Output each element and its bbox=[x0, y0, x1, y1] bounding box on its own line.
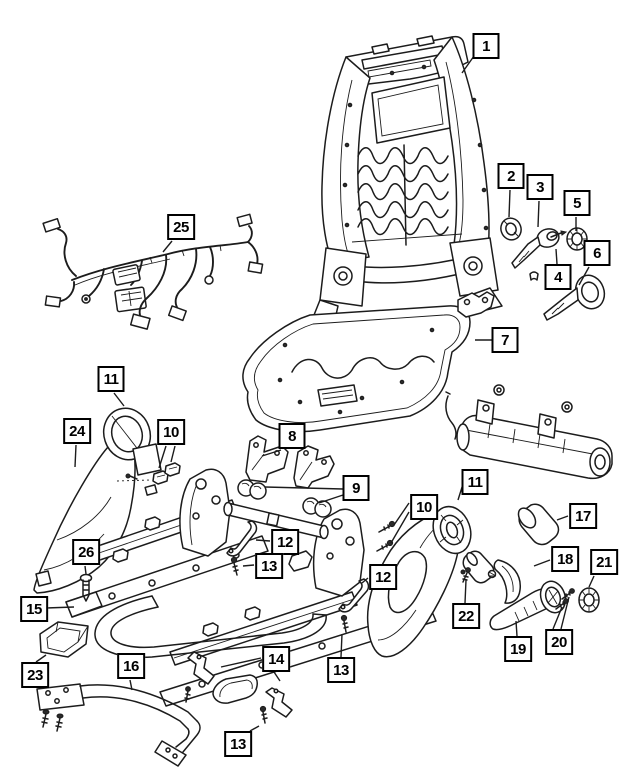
rear-strap-center-drawing bbox=[227, 521, 256, 556]
callout-shoulder-screw[interactable]: 26 bbox=[72, 539, 100, 565]
callout-pivot-bushing[interactable]: 2 bbox=[497, 163, 525, 189]
callout-lock-washer[interactable]: 21 bbox=[590, 549, 618, 575]
seat-back-frame-drawing bbox=[312, 36, 502, 324]
strap-screw-center-drawing bbox=[231, 557, 238, 575]
callout-shield-trim-right[interactable]: 11 bbox=[461, 469, 489, 495]
knob-cap-drawing bbox=[515, 504, 559, 544]
callout-handle-ring-nut[interactable]: 5 bbox=[563, 190, 591, 216]
callout-outer-shield-left[interactable]: 24 bbox=[63, 418, 91, 444]
handle-fastener-drawing bbox=[551, 231, 566, 237]
shield-screw-drawing bbox=[463, 568, 470, 582]
callout-shield-cap-left[interactable]: 11 bbox=[97, 366, 125, 392]
rear-strap-right-drawing bbox=[339, 579, 368, 612]
callout-strap-screw-center[interactable]: 13 bbox=[255, 553, 283, 579]
callout-cushion-bushings[interactable]: 9 bbox=[342, 475, 370, 501]
leader-lines bbox=[36, 56, 594, 731]
callout-track-end-cover[interactable]: 23 bbox=[21, 662, 49, 688]
callout-knob-cap[interactable]: 17 bbox=[569, 503, 597, 529]
callout-rear-strap-right[interactable]: 12 bbox=[369, 564, 397, 590]
track-end-cover-drawing bbox=[40, 622, 88, 657]
callout-front-tube-bar[interactable]: 16 bbox=[117, 653, 145, 679]
front-tube-bar-drawing bbox=[37, 684, 200, 766]
handle-ring-nut-drawing bbox=[567, 228, 587, 250]
shoulder-screw-drawing bbox=[81, 575, 92, 602]
pivot-bushing-drawing bbox=[498, 215, 524, 243]
attaching-screws-right-drawing bbox=[377, 521, 395, 551]
callout-attaching-screws-right[interactable]: 10 bbox=[410, 494, 438, 520]
callout-strap-screw-right[interactable]: 13 bbox=[327, 657, 355, 683]
strap-screw-front-drawing bbox=[260, 706, 267, 723]
callout-floor-bracket[interactable]: 14 bbox=[262, 646, 290, 672]
callout-seat-track[interactable]: 15 bbox=[20, 596, 48, 622]
callout-wiring-harness[interactable]: 25 bbox=[167, 214, 195, 240]
floor-bracket-and-straps-drawing bbox=[185, 652, 292, 717]
callout-rear-strap-center[interactable]: 12 bbox=[271, 529, 299, 555]
callout-handle-screws[interactable]: 20 bbox=[545, 629, 573, 655]
outer-shield-right-drawing bbox=[368, 501, 477, 656]
recliner-handle-large-drawing bbox=[544, 271, 609, 320]
outer-shield-left-drawing bbox=[34, 402, 161, 593]
wiring-harness-drawing bbox=[43, 214, 262, 329]
callout-seat-back-frame[interactable]: 1 bbox=[472, 33, 500, 59]
strap-screw-right-drawing bbox=[341, 615, 348, 632]
lock-washer-drawing bbox=[579, 588, 599, 612]
callout-attaching-clips-left[interactable]: 10 bbox=[157, 419, 185, 445]
callout-knob-bezel[interactable]: 18 bbox=[551, 546, 579, 572]
callout-seat-cushion-pan[interactable]: 7 bbox=[491, 327, 519, 353]
callout-lift-handle[interactable]: 19 bbox=[504, 636, 532, 662]
callout-handle-fastener[interactable]: 4 bbox=[544, 264, 572, 290]
seat-cushion-pan-drawing bbox=[243, 292, 494, 432]
cushion-bushings-drawing bbox=[238, 480, 331, 517]
lift-handle-drawing bbox=[490, 578, 569, 630]
callout-corner-brackets[interactable]: 8 bbox=[278, 423, 306, 449]
attaching-clips-left-drawing bbox=[153, 463, 180, 484]
shield-trim-right-drawing bbox=[446, 385, 612, 478]
callout-shield-screw[interactable]: 22 bbox=[452, 603, 480, 629]
callout-strap-screw-front[interactable]: 13 bbox=[224, 731, 252, 757]
knob-bezel-drawing bbox=[463, 551, 520, 603]
callout-recliner-handle-small[interactable]: 3 bbox=[526, 174, 554, 200]
callout-recliner-handle-large[interactable]: 6 bbox=[583, 240, 611, 266]
